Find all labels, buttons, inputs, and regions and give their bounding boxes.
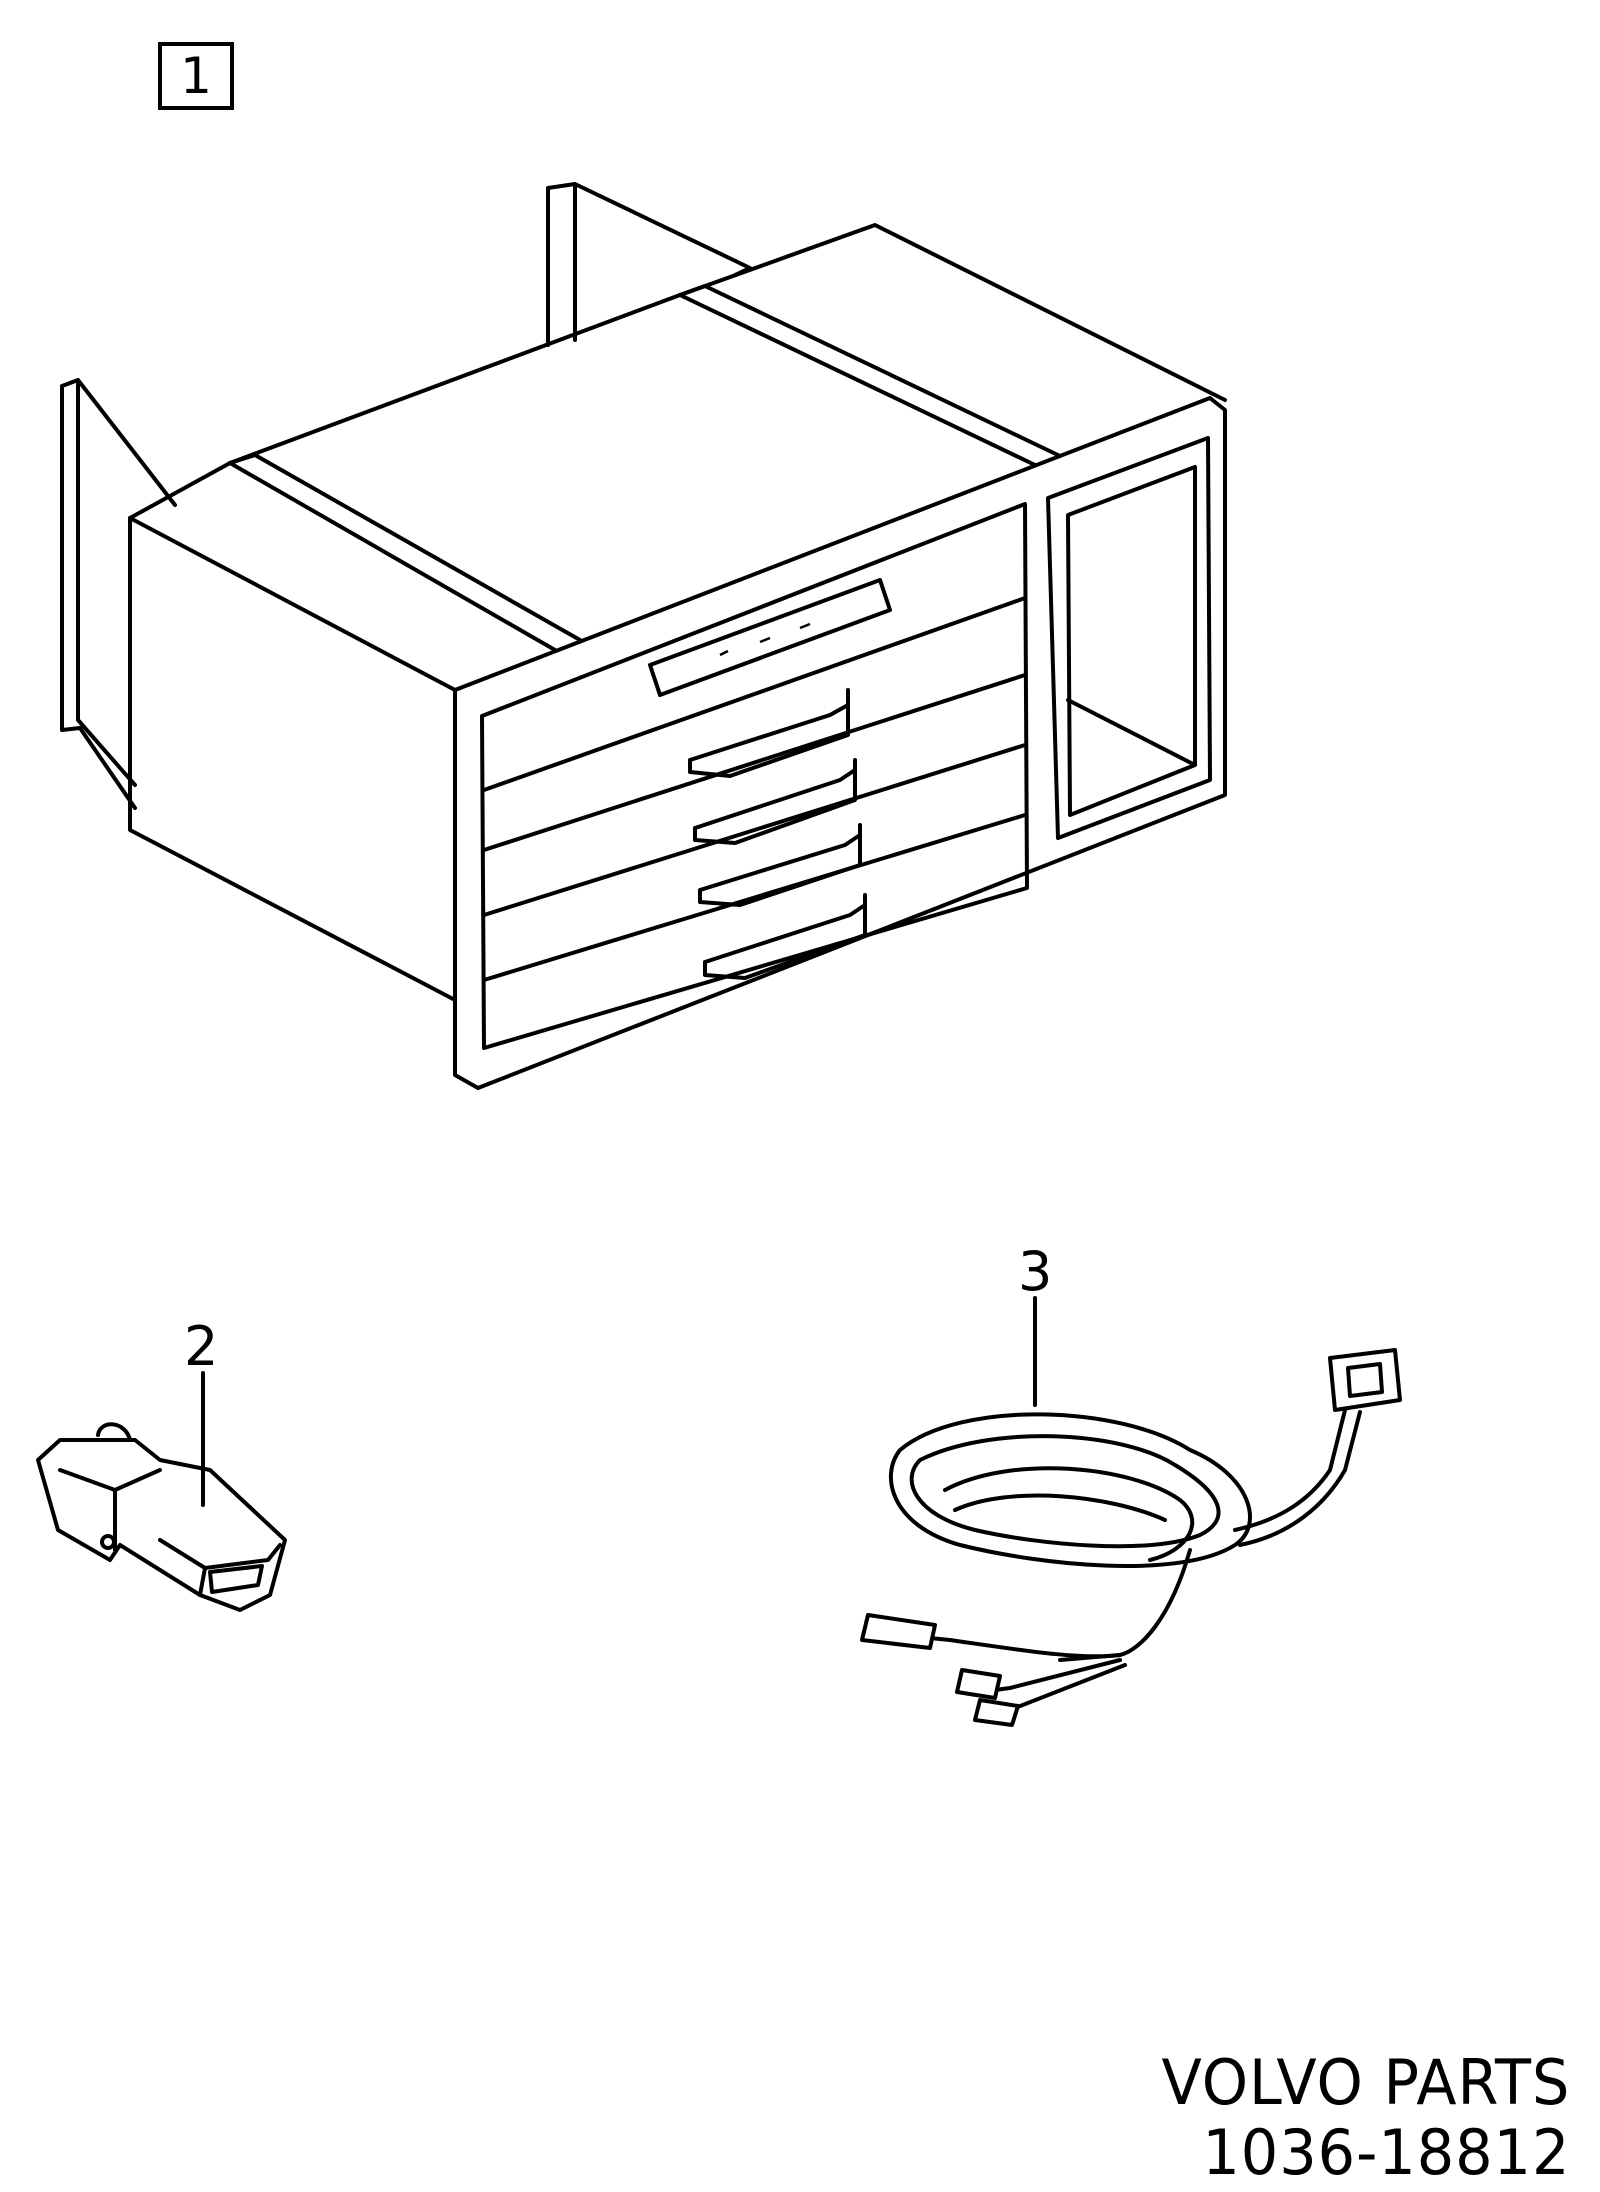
part-1-storage-console xyxy=(60,182,1227,1090)
callout-1-box: 1 xyxy=(158,42,234,110)
callout-3: 3 xyxy=(1018,1240,1053,1303)
callout-2: 2 xyxy=(184,1315,219,1378)
part-2-socket xyxy=(36,1371,287,1612)
footer-part-code: 1036-18812 xyxy=(1201,2116,1570,2189)
callout-1: 1 xyxy=(180,47,212,105)
footer-brand: VOLVO PARTS xyxy=(1161,2046,1570,2119)
part-3-wiring-harness xyxy=(860,1296,1402,1727)
